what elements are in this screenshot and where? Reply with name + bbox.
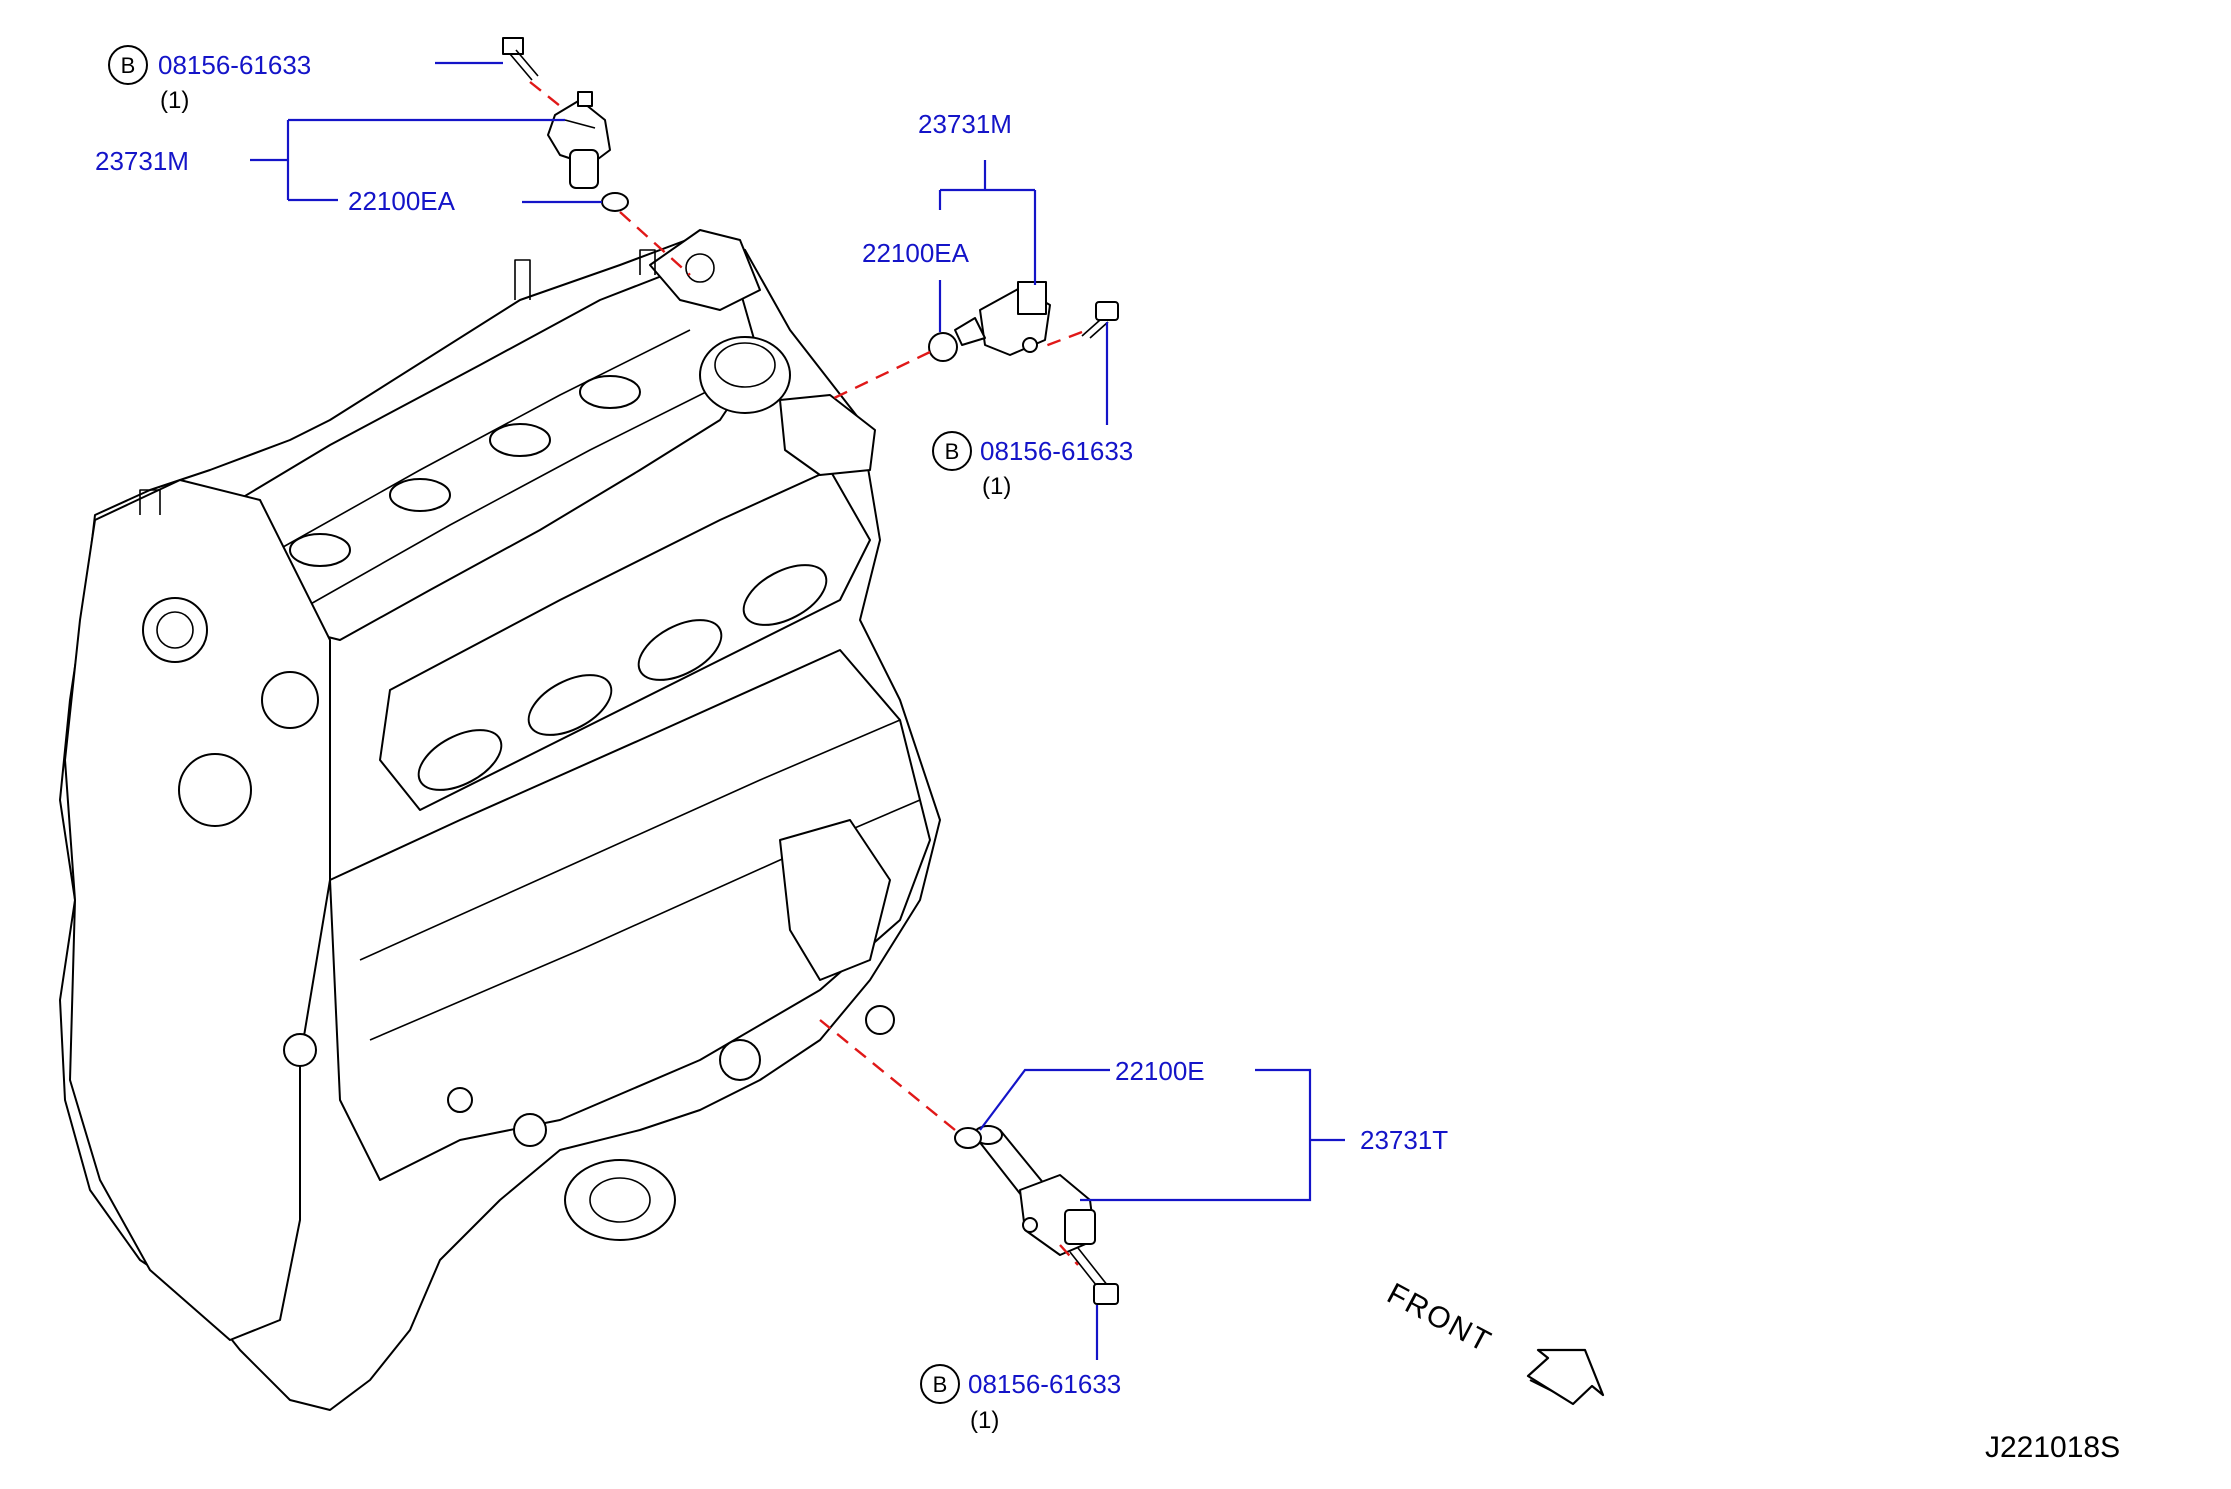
install-line <box>829 350 931 402</box>
intake-port <box>527 674 613 736</box>
pulley-boss <box>261 671 319 729</box>
spark-plug-well <box>289 533 351 567</box>
install-line <box>1039 330 1083 350</box>
sensor-assembly-part-number[interactable]: 23731M <box>95 146 189 176</box>
install-line <box>529 81 566 111</box>
valve-cover-ridge <box>299 384 721 611</box>
valve-cover-ridge <box>259 329 691 561</box>
oil-filler-cap <box>699 336 791 414</box>
intake-port <box>417 729 503 791</box>
bolt-top-right <box>1081 301 1119 339</box>
block-window <box>779 819 891 981</box>
seal-part-number[interactable]: 22100EA <box>348 186 456 216</box>
intake-port <box>742 564 828 626</box>
install-line <box>819 1019 956 1131</box>
oil-filler-cap-rim <box>714 342 776 388</box>
cam-position-sensor-top-left <box>547 91 611 189</box>
boss <box>685 253 715 283</box>
front-direction-label: FRONT <box>1382 1277 1498 1359</box>
bolt-bottom <box>1069 1247 1119 1305</box>
intake-manifold <box>379 469 871 811</box>
stud <box>514 259 531 300</box>
leader-line <box>1080 1068 1345 1202</box>
o-ring-bottom <box>954 1127 982 1149</box>
bolt-part-number[interactable]: 08156-61633 <box>158 50 311 80</box>
leader-line <box>979 1068 1110 1131</box>
install-line <box>619 211 691 276</box>
bolt-circle-marker <box>932 431 972 471</box>
bolt-circle-letter: B <box>121 53 136 78</box>
boss <box>513 1113 547 1147</box>
cam-sensor-boss <box>779 394 876 476</box>
pulley-boss <box>142 597 208 663</box>
spark-plug-well <box>489 423 551 457</box>
o-ring-top-right <box>928 332 958 362</box>
leader-line <box>250 118 565 202</box>
bolt-part-number[interactable]: 08156-61633 <box>980 436 1133 466</box>
o-ring-top-left <box>601 192 629 212</box>
bolt-quantity: (1) <box>970 1407 999 1434</box>
sensor-assembly-part-number[interactable]: 23731T <box>1360 1125 1448 1155</box>
oil-filter-housing-inner <box>589 1177 651 1223</box>
pulley-boss-inner <box>156 611 194 649</box>
block-rib <box>359 719 901 961</box>
spark-plug-well <box>579 375 641 409</box>
cam-position-sensor-top-right <box>954 281 1051 356</box>
install-line <box>1059 1244 1079 1266</box>
bolt-quantity: (1) <box>982 473 1011 500</box>
bolt-circle-marker <box>108 45 148 85</box>
crank-position-sensor-bottom <box>973 1125 1096 1256</box>
bolt-top-left <box>502 37 539 81</box>
seal-part-number[interactable]: 22100E <box>1115 1056 1205 1086</box>
bolt-circle-letter: B <box>945 439 960 464</box>
seal-part-number[interactable]: 22100EA <box>862 238 970 268</box>
pulley-boss <box>178 753 252 827</box>
stud <box>139 489 161 515</box>
pulley-boss <box>283 1033 317 1067</box>
bolt-part-number[interactable]: 08156-61633 <box>968 1369 1121 1399</box>
leader-line <box>938 160 1037 285</box>
cam-sensor-boss-upper <box>649 229 761 311</box>
boss <box>447 1087 473 1113</box>
bolt-quantity: (1) <box>160 87 189 114</box>
intake-port <box>637 619 723 681</box>
diagram-code: J221018S <box>1985 1431 2120 1464</box>
boss <box>865 1005 895 1035</box>
sensor-assembly-part-number[interactable]: 23731M <box>918 109 1012 139</box>
bolt-circle-letter: B <box>933 1372 948 1397</box>
oil-filter-housing <box>564 1159 676 1241</box>
spark-plug-well <box>389 478 451 512</box>
engine-assembly-drawing <box>59 229 941 1411</box>
boss <box>719 1039 761 1081</box>
stud <box>639 249 656 275</box>
bolt-circle-marker <box>920 1364 960 1404</box>
front-arrow-icon <box>1526 1348 1605 1406</box>
